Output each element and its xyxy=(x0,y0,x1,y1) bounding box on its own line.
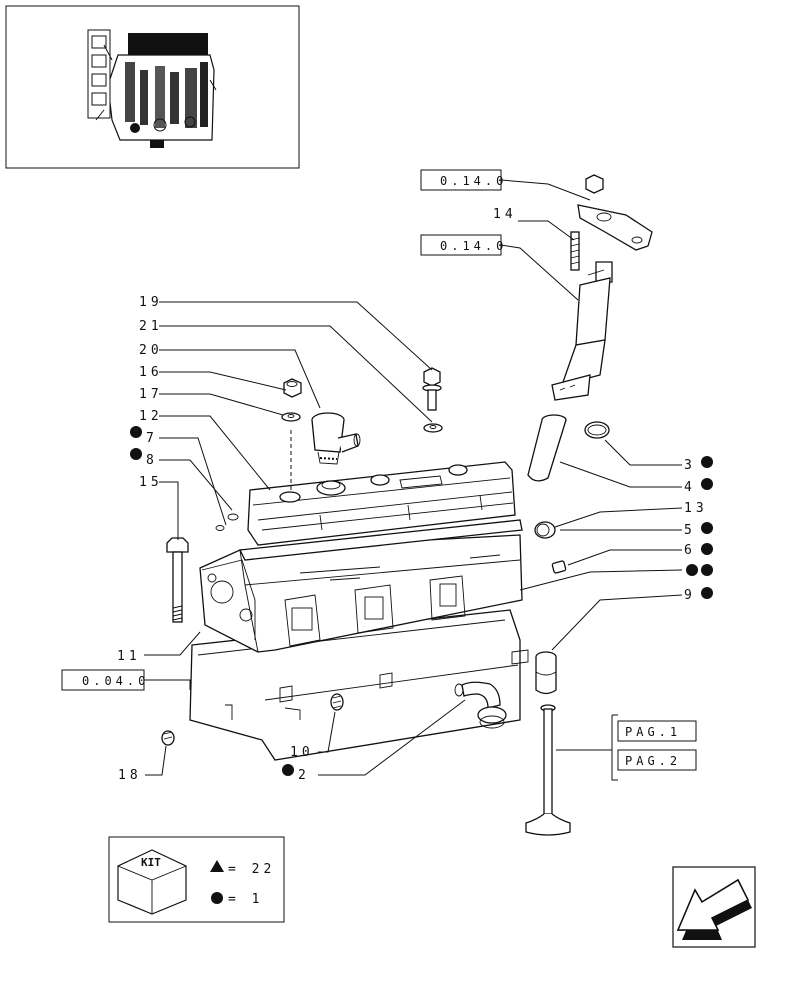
injector xyxy=(551,261,613,401)
black-dot-icon xyxy=(686,564,698,576)
ref-box-0-14-0-mid[interactable]: 0.14.0 xyxy=(420,234,507,256)
o-ring xyxy=(584,421,610,439)
black-dot-icon xyxy=(701,522,713,534)
valve xyxy=(525,704,571,836)
breather-valve xyxy=(311,412,361,465)
callout-4: 4 xyxy=(684,480,696,495)
small-plug xyxy=(551,560,567,574)
callout-15: 15 xyxy=(139,475,163,490)
part-ring-8 xyxy=(215,513,239,531)
kit-circle-value: = 1 xyxy=(228,892,263,907)
ref-label: 0.14.0 xyxy=(440,174,507,188)
part-stud-14 xyxy=(570,231,580,271)
callout-14: 14 xyxy=(493,207,517,222)
callout-11: 11 xyxy=(117,649,141,664)
black-dot-icon xyxy=(701,478,713,490)
part-nut-16 xyxy=(283,378,302,398)
callout-13: 13 xyxy=(684,501,708,516)
callout-3: 3 xyxy=(684,458,696,473)
callout-17: 17 xyxy=(139,387,163,402)
ref-box-0-14-0-top[interactable]: 0.14.0 xyxy=(420,169,507,191)
part-stud-15 xyxy=(166,537,189,623)
callout-18: 18 xyxy=(118,768,142,783)
callout-8: 8 xyxy=(146,453,158,468)
kit-box-icon: KIT xyxy=(117,849,187,915)
black-dot-icon xyxy=(211,892,223,904)
callout-20: 20 xyxy=(139,343,163,358)
valve-guide xyxy=(535,651,557,695)
part-washer-17 xyxy=(281,412,301,422)
part-washer-21 xyxy=(423,423,443,433)
callout-16: 16 xyxy=(139,365,163,380)
ref-label: 0.14.0 xyxy=(440,239,507,253)
ref-box-0-04-0[interactable]: 0.04.0 xyxy=(61,669,149,691)
head-gasket xyxy=(238,519,523,561)
ref-box-pag-1[interactable]: PAG.1 xyxy=(617,720,697,742)
elbow-tube xyxy=(454,681,507,729)
kit-triangle-value: = 22 xyxy=(228,862,275,877)
black-dot-icon xyxy=(130,448,142,460)
kit-legend: KIT = 22 = 1 xyxy=(108,836,285,923)
plug-18 xyxy=(161,730,175,746)
black-dot-icon xyxy=(282,764,294,776)
callout-21: 21 xyxy=(139,319,163,334)
valve-cover xyxy=(247,461,516,546)
callout-7: 7 xyxy=(146,431,158,446)
ref-label: 0.04.0 xyxy=(82,674,149,688)
callout-2: 2 xyxy=(298,768,310,783)
injector-clamp xyxy=(577,174,653,251)
leader-lines xyxy=(144,179,683,776)
engine-thumbnail-image xyxy=(87,29,217,148)
black-dot-icon xyxy=(701,456,713,468)
callout-9: 9 xyxy=(684,588,696,603)
black-dot-icon xyxy=(701,587,713,599)
injector-sleeve xyxy=(527,414,567,482)
kit-label: KIT xyxy=(141,856,161,869)
callout-12: 12 xyxy=(139,409,163,424)
black-dot-icon xyxy=(130,426,142,438)
previous-page-arrow-icon[interactable] xyxy=(672,866,756,948)
triangle-icon xyxy=(210,860,224,872)
plug-10 xyxy=(330,693,344,711)
pag-bracket xyxy=(611,714,618,781)
callout-19: 19 xyxy=(139,295,163,310)
engine-thumbnail[interactable] xyxy=(5,5,300,169)
ref-label: PAG.1 xyxy=(625,725,681,739)
callout-6: 6 xyxy=(684,543,696,558)
black-dot-icon xyxy=(701,564,713,576)
ref-label: PAG.2 xyxy=(625,754,681,768)
callout-10: 10 xyxy=(290,745,314,760)
black-dot-icon xyxy=(701,543,713,555)
ref-box-pag-2[interactable]: PAG.2 xyxy=(617,749,697,771)
part-bolt-19 xyxy=(422,367,442,411)
plug-cap xyxy=(534,521,556,539)
callout-5: 5 xyxy=(684,523,696,538)
